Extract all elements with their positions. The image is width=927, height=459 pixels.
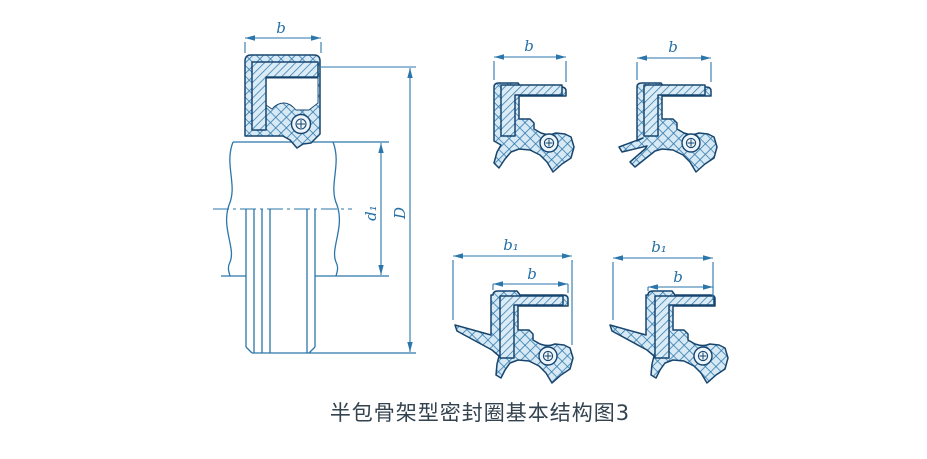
garter-spring-symbol	[290, 113, 312, 135]
dimension-label-b: b	[673, 268, 683, 286]
dimensions	[452, 253, 573, 345]
garter-spring-symbol	[538, 346, 558, 366]
dimension-label-D: D	[391, 207, 409, 220]
shaft-outline	[221, 141, 416, 354]
metal-insert	[643, 84, 706, 137]
seal-detail-bottom-left: b₁ b	[452, 236, 574, 384]
dimension-label-d1: d₁	[362, 205, 380, 221]
dimensions	[636, 55, 712, 82]
seal-cavity	[265, 77, 319, 111]
assembly-view: b d₁ D	[213, 19, 416, 354]
seal-detail-bottom-right: b₁ b	[609, 238, 729, 384]
dimension-label-b: b	[524, 37, 534, 55]
metal-insert	[499, 295, 564, 359]
dimensions	[493, 54, 567, 82]
dimension-label-b: b	[668, 38, 678, 56]
assembly-seal-section	[244, 54, 321, 149]
seal-detail-top-right: b	[618, 38, 718, 173]
rubber-body	[618, 82, 718, 173]
garter-spring-symbol	[539, 133, 559, 153]
metal-insert	[654, 295, 715, 359]
dimension-label-b: b	[276, 19, 286, 37]
dimensions	[612, 255, 714, 320]
garter-spring-symbol	[681, 133, 701, 153]
garter-spring-symbol	[693, 346, 713, 366]
dimension-label-b: b	[527, 265, 537, 283]
figure-caption: 半包骨架型密封圈基本结构图3	[330, 401, 630, 425]
seal-detail-top-left: b	[493, 37, 575, 173]
metal-insert	[251, 61, 319, 131]
assembly-dimensions	[244, 35, 416, 352]
dimension-label-b1: b₁	[503, 236, 519, 254]
metal-insert	[500, 84, 563, 137]
dimension-label-b1: b₁	[651, 238, 667, 256]
